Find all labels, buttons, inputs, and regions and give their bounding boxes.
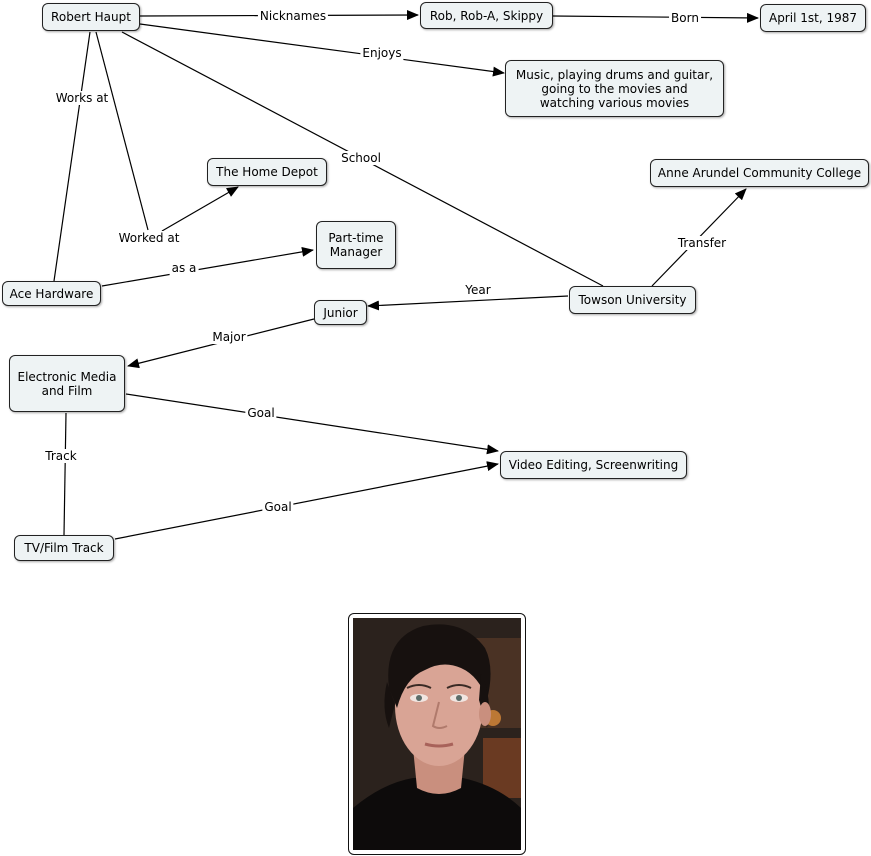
link-label-school: School — [339, 151, 383, 165]
concept-home-depot[interactable]: The Home Depot — [207, 158, 327, 186]
link-label-major: Major — [210, 330, 248, 344]
concept-part-time-manager[interactable]: Part-time Manager — [316, 221, 396, 269]
concept-anne-arundel[interactable]: Anne Arundel Community College — [650, 159, 869, 187]
edge-worked-at-2 — [161, 186, 239, 232]
edge-born — [552, 12, 759, 23]
link-label-as-a: as a — [169, 261, 199, 275]
link-label-year: Year — [463, 283, 493, 297]
link-label-goal-2: Goal — [262, 500, 294, 514]
link-label-nicknames: Nicknames — [257, 9, 329, 23]
link-label-transfer: Transfer — [675, 236, 729, 250]
edge-works-at — [53, 31, 91, 282]
portrait-photo — [353, 618, 521, 850]
concept-hobbies[interactable]: Music, playing drums and guitar, going t… — [505, 60, 724, 117]
edge-year — [367, 295, 569, 311]
link-label-born: Born — [669, 11, 701, 25]
portrait-illustration — [353, 618, 521, 850]
concept-electronic-media-film[interactable]: Electronic Media and Film — [9, 355, 125, 412]
link-label-enjoys: Enjoys — [360, 46, 404, 60]
concept-nicknames[interactable]: Rob, Rob-A, Skippy — [420, 2, 553, 29]
link-label-worked-at: Worked at — [116, 231, 182, 245]
edge-track — [63, 412, 67, 536]
link-label-works-at: Works at — [53, 91, 111, 105]
edge-enjoys — [139, 23, 505, 77]
concept-birthday[interactable]: April 1st, 1987 — [760, 4, 866, 32]
concept-junior[interactable]: Junior — [314, 300, 367, 325]
edge-worked-at-1 — [95, 31, 149, 231]
edge-goal-1 — [125, 393, 499, 455]
link-label-track: Track — [43, 449, 79, 463]
concept-towson-university[interactable]: Towson University — [569, 286, 696, 314]
link-label-goal-1: Goal — [245, 406, 277, 420]
edge-as-a — [101, 246, 314, 287]
concept-tv-film-track[interactable]: TV/Film Track — [14, 535, 114, 561]
edge-goal-2 — [114, 461, 499, 540]
concept-video-editing[interactable]: Video Editing, Screenwriting — [500, 451, 687, 479]
concept-robert-haupt[interactable]: Robert Haupt — [42, 3, 140, 31]
photo-frame — [348, 613, 526, 855]
concept-ace-hardware[interactable]: Ace Hardware — [2, 281, 101, 306]
